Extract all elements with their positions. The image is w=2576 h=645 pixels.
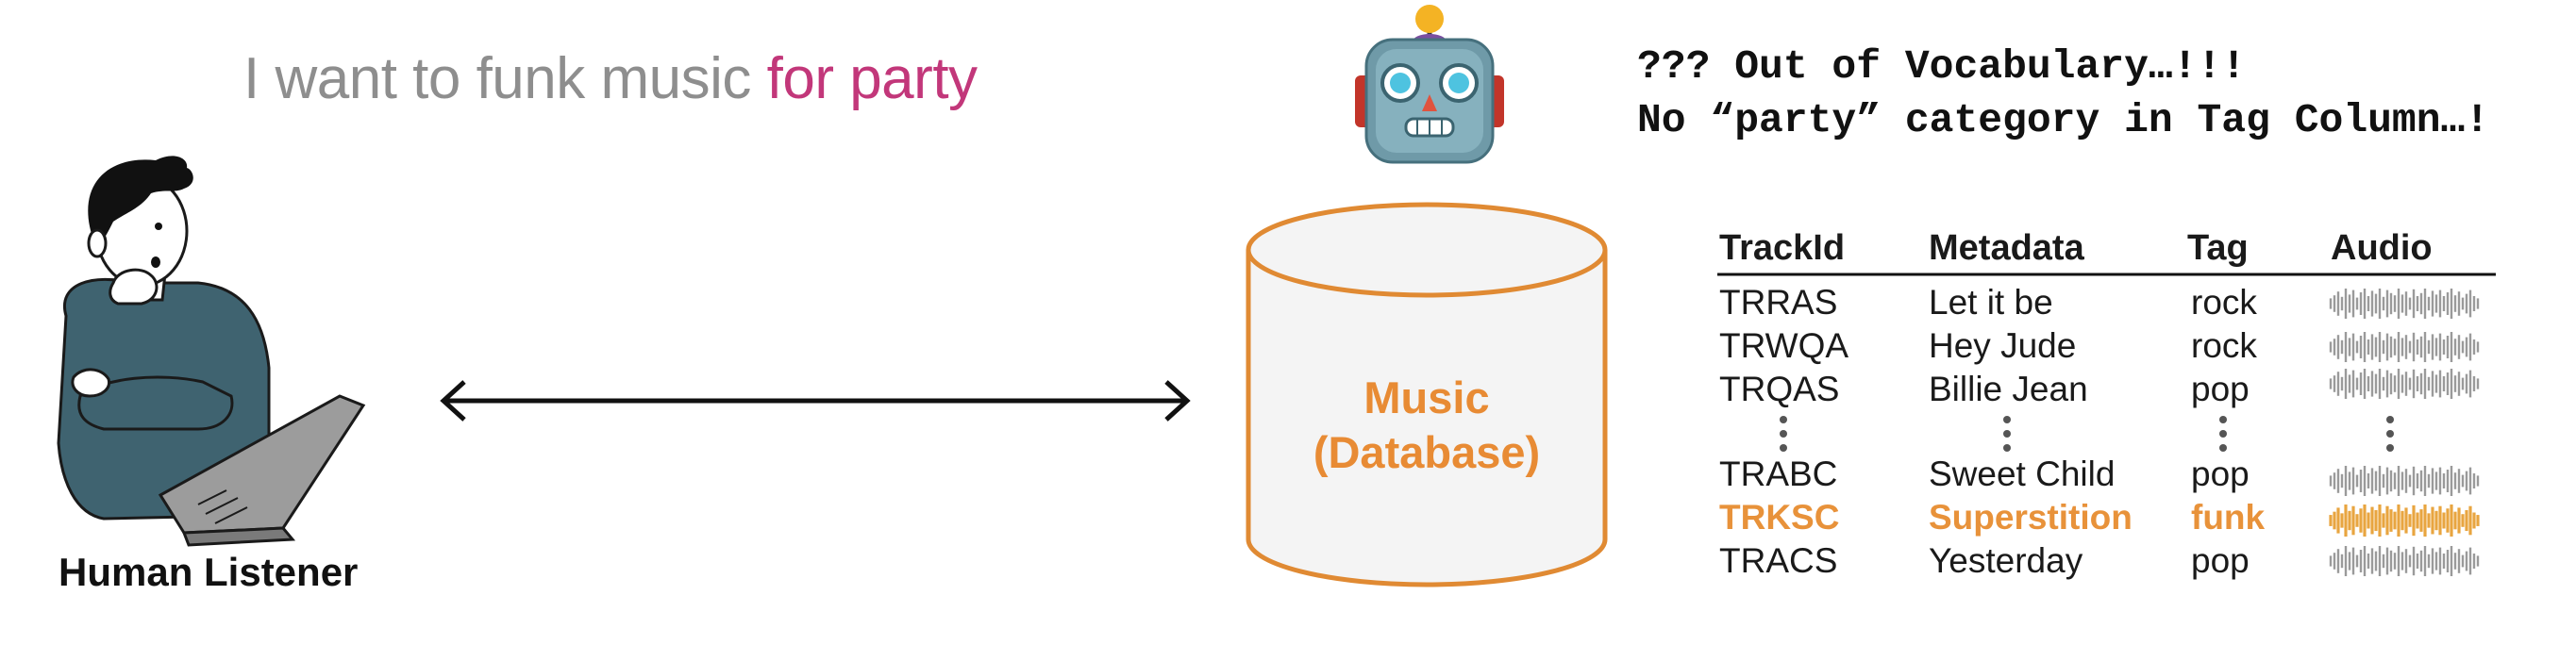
row-6-tag: pop <box>2191 541 2250 580</box>
audio-waveform-icon <box>2329 546 2480 576</box>
robot-message-line2: No “party” category in Tag Column…! <box>1637 97 2490 143</box>
row-4-trackid: TRABC <box>1719 455 1838 493</box>
database-label: Music (Database) <box>1247 371 1606 480</box>
listener-query: I want to funk music for party <box>243 45 978 112</box>
audio-waveform-icon <box>2329 332 2480 362</box>
header-audio: Audio <box>2331 228 2433 268</box>
database-label-line2: (Database) <box>1313 427 1541 477</box>
robot-message: ??? Out of Vocabulary…!!! No “party” cat… <box>1637 40 2489 147</box>
row-6-trackid: TRACS <box>1719 541 1838 580</box>
database-label-line1: Music <box>1363 372 1490 422</box>
row-5-tag: funk <box>2191 498 2266 537</box>
row-6-metadata: Yesterday <box>1929 541 2083 580</box>
row-3-tag: pop <box>2191 370 2250 408</box>
header-trackid: TrackId <box>1719 228 1846 268</box>
robot-face-icon <box>1355 5 1504 164</box>
row-3-trackid: TRQAS <box>1719 370 1840 408</box>
row-5-metadata: Superstition <box>1929 498 2133 537</box>
audio-waveform-icon <box>2329 369 2480 399</box>
bidirectional-arrow-icon <box>440 380 1191 422</box>
audio-waveform-icon <box>2329 466 2480 496</box>
row-1-metadata: Let it be <box>1929 283 2053 322</box>
header-tag: Tag <box>2187 228 2249 268</box>
audio-waveform-icon <box>2329 504 2480 537</box>
row-4-tag: pop <box>2191 455 2250 493</box>
row-1-trackid: TRRAS <box>1719 283 1838 322</box>
robot-message-line1: ??? Out of Vocabulary…!!! <box>1637 43 2247 90</box>
row-5-trackid: TRKSC <box>1719 498 1840 537</box>
row-2-metadata: Hey Jude <box>1929 326 2077 365</box>
row-2-tag: rock <box>2191 326 2257 365</box>
header-metadata: Metadata <box>1929 228 2084 268</box>
row-ellipsis-dots <box>1780 416 2394 452</box>
thinking-person-laptop-icon <box>57 156 366 547</box>
listener-label: Human Listener <box>59 550 359 594</box>
audio-waveform-icon <box>2329 289 2480 319</box>
row-4-metadata: Sweet Child <box>1929 455 2116 493</box>
database-cylinder-icon <box>1246 202 1608 587</box>
row-3-metadata: Billie Jean <box>1929 370 2088 408</box>
audio-waveform-column <box>2329 289 2480 576</box>
row-1-tag: rock <box>2191 283 2257 322</box>
query-text: I want to funk music <box>243 46 767 111</box>
query-highlight: for party <box>766 46 978 111</box>
row-2-trackid: TRWQA <box>1719 326 1849 365</box>
